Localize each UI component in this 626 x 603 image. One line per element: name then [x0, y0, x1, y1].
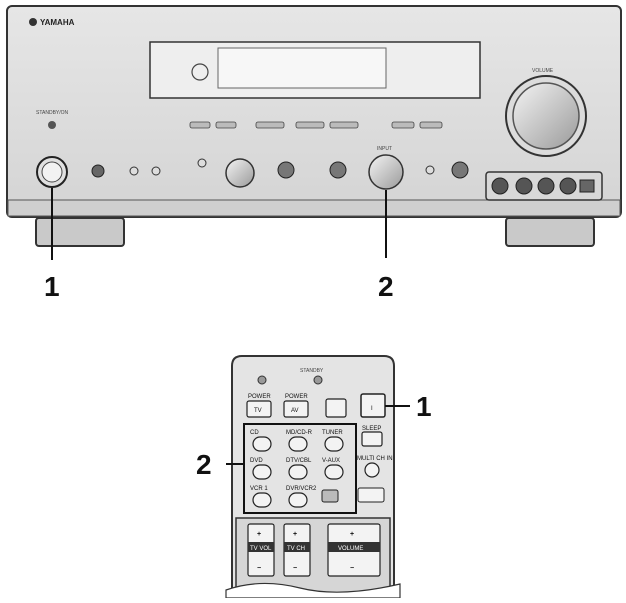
- input-button-label: CD: [250, 430, 259, 436]
- audio-select-knob[interactable]: [329, 161, 347, 179]
- display-window: [217, 47, 387, 89]
- tv-vol-label-bg: [248, 542, 274, 552]
- tv-vol-plus: +: [257, 531, 261, 538]
- top-button-row: [189, 121, 443, 129]
- brand-label: YAMAHA: [40, 18, 75, 27]
- remote-callout-label-1: 1: [416, 391, 432, 422]
- memory-button[interactable]: [391, 121, 415, 129]
- input-button-label: DVR/VCR2: [286, 486, 317, 492]
- volume-remote-text: VOLUME: [338, 546, 363, 552]
- tv-ch-text: TV CH: [287, 546, 305, 552]
- callout-label-2: 2: [378, 271, 394, 302]
- remote-control: STANDBY POWER TV POWER AV I CD MD/CD-R TUN…: [225, 355, 401, 599]
- receiver-foot-left: [35, 217, 125, 247]
- volume-text: VOLUME: [532, 68, 554, 74]
- input-button-label: DTV/CBL: [286, 458, 312, 464]
- power-av-text: POWER: [285, 394, 308, 400]
- receiver-foot-right: [505, 217, 595, 247]
- tv-vol-text: TV VOL: [250, 546, 272, 552]
- receiver-callouts: 1 2: [44, 188, 394, 302]
- power-tv-text: POWER: [248, 394, 271, 400]
- remote-callouts: 1 2: [196, 391, 432, 480]
- system-power-mark: I: [371, 406, 373, 412]
- system-power-button[interactable]: [360, 393, 386, 418]
- remote-sensor-icon: [191, 63, 209, 81]
- volume-knob[interactable]: [512, 82, 580, 150]
- tv-text: TV: [254, 408, 262, 414]
- tuning-knob[interactable]: [451, 161, 469, 179]
- jack-3: [537, 177, 555, 195]
- extra-button-1[interactable]: [321, 489, 339, 503]
- program-button[interactable]: [189, 121, 211, 129]
- callout-label-1: 1: [44, 271, 60, 302]
- input-button-label: DVD: [250, 458, 263, 464]
- multi-ch-in-remote-button[interactable]: [364, 462, 380, 478]
- optical-jack: [579, 179, 595, 193]
- remote-led-right: [313, 375, 323, 385]
- pure-direct-button[interactable]: [197, 158, 207, 168]
- jack-1: [491, 177, 509, 195]
- yamaha-logo-icon: [29, 18, 37, 26]
- standby-button[interactable]: [325, 398, 347, 418]
- fm-am-button[interactable]: [419, 121, 443, 129]
- input-button[interactable]: [252, 464, 272, 480]
- extra-button-2[interactable]: [357, 487, 385, 503]
- standby-led: [48, 121, 56, 129]
- volume-label-bg: [328, 542, 380, 552]
- input-button[interactable]: [252, 492, 272, 508]
- input-button[interactable]: [324, 464, 344, 480]
- tv-ch-minus: −: [293, 565, 297, 572]
- effect-button[interactable]: [255, 121, 285, 129]
- standby-on-text: STANDBY/ON: [36, 110, 69, 116]
- remote-cutoff: [225, 582, 401, 599]
- av-receiver: YAMAHA STANDBY/ON VOLUME: [6, 5, 622, 247]
- volume-minus: −: [350, 565, 354, 572]
- input-text: INPUT: [377, 146, 392, 152]
- sleep-text: SLEEP: [362, 426, 381, 432]
- tv-ch-label-bg: [284, 542, 310, 552]
- jack-2: [515, 177, 533, 195]
- tv-vol-minus: −: [257, 565, 261, 572]
- input-button-label: V-AUX: [322, 458, 340, 464]
- input-selector-knob[interactable]: [368, 154, 404, 190]
- receiver-bottom-panel: [7, 199, 621, 217]
- power-tv-button[interactable]: [246, 400, 272, 418]
- volume-plus: +: [350, 531, 354, 538]
- tone-control-button[interactable]: [91, 164, 105, 178]
- input-button[interactable]: [252, 436, 272, 452]
- jack-4: [559, 177, 577, 195]
- input-button-label: VCR 1: [250, 486, 268, 492]
- preset-button-b[interactable]: [329, 121, 359, 129]
- tv-ch-plus: +: [293, 531, 297, 538]
- remote-standby-text: STANDBY: [300, 368, 324, 374]
- speakers-a-button[interactable]: [129, 166, 139, 176]
- remote-callout-label-2: 2: [196, 449, 212, 480]
- input-button[interactable]: [324, 436, 344, 452]
- multi-ch-text: MULTI CH IN: [357, 456, 393, 462]
- power-av-button[interactable]: [283, 400, 309, 418]
- input-buttons: CD MD/CD-R TUNER DVD DTV/CBL V-AUX VCR 1 DVR/VC…: [250, 430, 344, 508]
- input-button[interactable]: [288, 464, 308, 480]
- remote-led-left: [257, 375, 267, 385]
- progressive-knob[interactable]: [225, 158, 255, 188]
- av-text: AV: [291, 408, 299, 414]
- input-buttons-box: [243, 423, 357, 514]
- input-button-label: MD/CD-R: [286, 430, 313, 436]
- input-button[interactable]: [288, 436, 308, 452]
- multi-ch-in-button[interactable]: [425, 165, 435, 175]
- straight-button[interactable]: [215, 121, 237, 129]
- speakers-b-button[interactable]: [151, 166, 161, 176]
- preset-button-a[interactable]: [295, 121, 325, 129]
- input-button[interactable]: [288, 492, 308, 508]
- tone-knob[interactable]: [277, 161, 295, 179]
- standby-on-button[interactable]: [41, 161, 63, 183]
- input-button-label: TUNER: [322, 430, 343, 436]
- sleep-button[interactable]: [361, 431, 383, 447]
